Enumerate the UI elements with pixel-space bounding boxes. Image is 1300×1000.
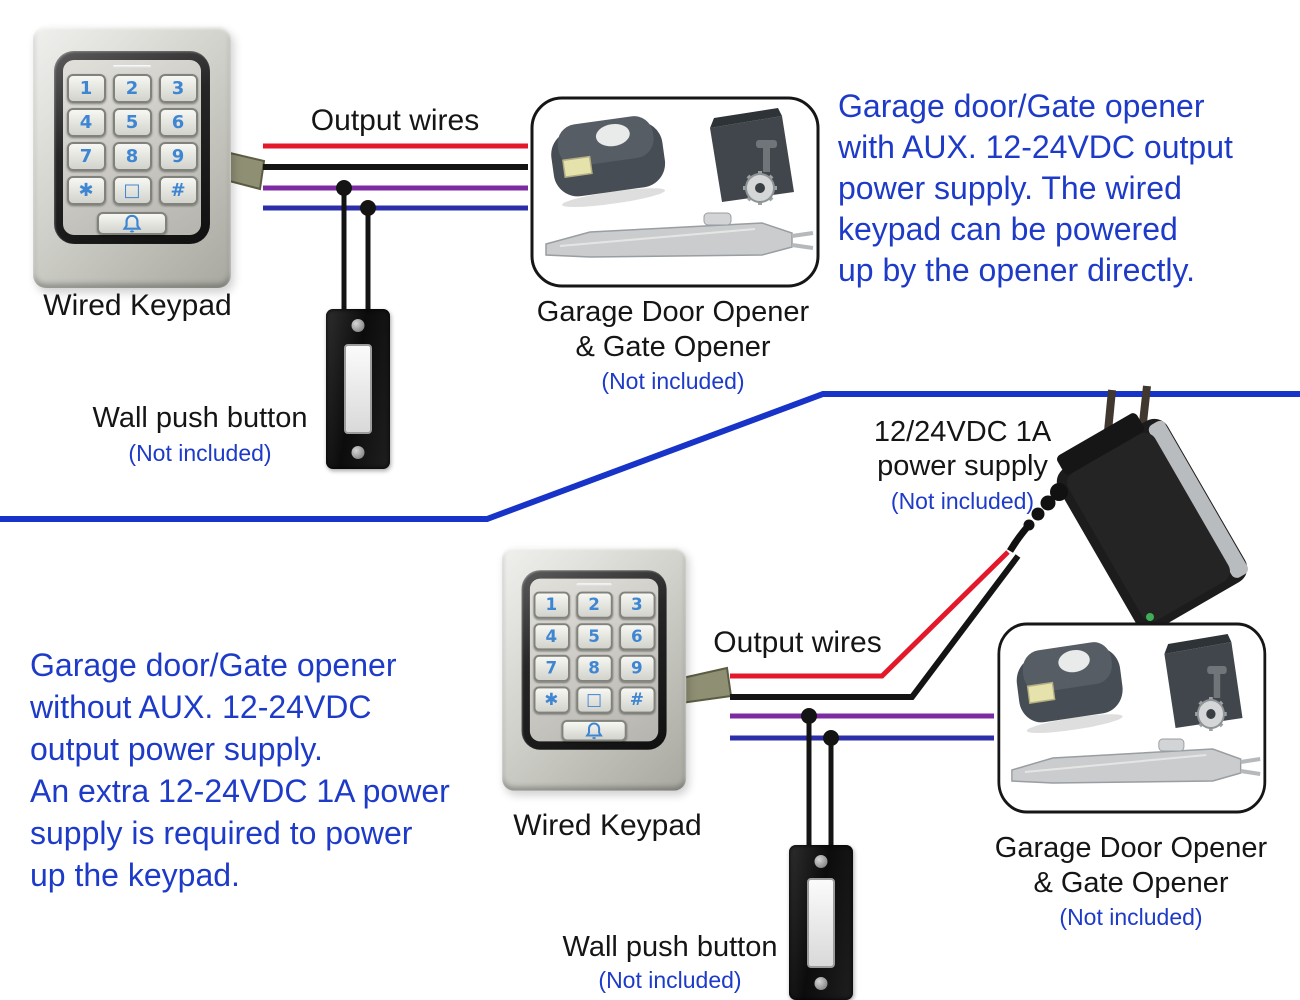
annotation-line: Garage door/Gate opener xyxy=(838,88,1205,124)
annotation-line: without AUX. 12-24VDC xyxy=(30,689,372,725)
push-button-slot[interactable] xyxy=(807,877,835,968)
key-3[interactable]: 3 xyxy=(158,74,198,103)
power-supply-note: (Not included) xyxy=(890,487,1035,514)
keypad-led-slot xyxy=(113,65,151,68)
annotation-line: with AUX. 12-24VDC output xyxy=(838,129,1233,165)
opener-label-line1: Garage Door Opener xyxy=(994,832,1268,864)
annotation-line: up by the opener directly. xyxy=(838,252,1195,288)
wall-button-note: (Not included) xyxy=(598,967,742,994)
keypad-led-slot xyxy=(576,583,612,587)
key-8[interactable]: 8 xyxy=(575,654,613,682)
power-supply-image xyxy=(1006,385,1248,632)
annotation-line: output power supply. xyxy=(30,731,323,767)
key-0[interactable]: □ xyxy=(575,686,613,714)
top-wired-keypad-image: 1 2 3 4 5 6 7 8 9 ✱ □ # xyxy=(33,26,231,288)
key-3[interactable]: 3 xyxy=(618,591,655,619)
screw-icon xyxy=(351,319,365,332)
key-2[interactable]: 2 xyxy=(112,74,152,103)
key-9[interactable]: 9 xyxy=(158,142,198,171)
bottom-wall-button-caption: Wall push button (Not included) xyxy=(540,931,800,994)
annotation-line: supply is required to power xyxy=(30,815,413,851)
key-star[interactable]: ✱ xyxy=(533,686,570,714)
top-opener-image xyxy=(530,96,820,288)
annotation-line: Garage door/Gate opener xyxy=(30,647,397,683)
bottom-opener-caption: Garage Door Opener & Gate Opener (Not in… xyxy=(985,832,1277,931)
key-star[interactable]: ✱ xyxy=(66,176,106,205)
opener-label-line2: & Gate Opener xyxy=(575,331,771,364)
keypad-keys: 1 2 3 4 5 6 7 8 9 ✱ □ # xyxy=(66,74,198,205)
key-4[interactable]: 4 xyxy=(66,108,106,137)
wall-button-label: Wall push button xyxy=(92,402,308,434)
section-separator-line xyxy=(0,391,1300,522)
bell-key[interactable] xyxy=(97,212,167,235)
screw-icon xyxy=(351,446,365,459)
bottom-wired-keypad-image: 1 2 3 4 5 6 7 8 9 ✱ □ # xyxy=(502,547,687,791)
keypad-keys: 1 2 3 4 5 6 7 8 9 ✱ □ # xyxy=(533,591,655,714)
screw-icon xyxy=(814,855,828,868)
bell-icon xyxy=(585,722,603,740)
opener-label-line1: Garage Door Opener xyxy=(536,296,810,328)
power-supply-line2: power supply xyxy=(877,450,1048,483)
top-opener-caption: Garage Door Opener & Gate Opener (Not in… xyxy=(527,296,819,395)
bell-icon xyxy=(122,214,142,233)
key-7[interactable]: 7 xyxy=(66,142,106,171)
opener-note: (Not included) xyxy=(601,367,745,394)
bottom-wire-black xyxy=(730,554,1021,700)
key-2[interactable]: 2 xyxy=(575,591,613,619)
top-output-wires-label: Output wires xyxy=(310,104,480,137)
key-6[interactable]: 6 xyxy=(158,108,198,137)
top-keypad-label: Wired Keypad xyxy=(43,289,232,322)
screw-icon xyxy=(814,977,828,990)
wall-button-label: Wall push button xyxy=(562,931,778,963)
key-9[interactable]: 9 xyxy=(618,654,655,682)
top-wall-button-caption: Wall push button (Not included) xyxy=(70,402,330,467)
key-4[interactable]: 4 xyxy=(533,623,570,651)
bottom-wire-red xyxy=(730,550,1010,679)
bottom-annotation: Garage door/Gate opener without AUX. 12-… xyxy=(30,644,450,896)
key-1[interactable]: 1 xyxy=(533,591,570,619)
bottom-wall-push-button-image xyxy=(789,845,853,1000)
keypad-panel: 1 2 3 4 5 6 7 8 9 ✱ □ # xyxy=(63,60,201,235)
bottom-opener-image xyxy=(997,622,1267,814)
bell-key[interactable] xyxy=(561,719,627,742)
top-wall-push-button-image xyxy=(326,309,390,469)
annotation-line: power supply. The wired xyxy=(838,170,1182,206)
key-5[interactable]: 5 xyxy=(112,108,152,137)
annotation-line: up the keypad. xyxy=(30,857,240,893)
power-supply-caption: 12/24VDC 1A power supply (Not included) xyxy=(855,416,1070,515)
key-8[interactable]: 8 xyxy=(112,142,152,171)
keypad-bezel: 1 2 3 4 5 6 7 8 9 ✱ □ # xyxy=(54,51,210,244)
key-6[interactable]: 6 xyxy=(618,623,655,651)
annotation-line: keypad can be powered xyxy=(838,211,1178,247)
bottom-keypad-label: Wired Keypad xyxy=(513,809,702,842)
opener-note: (Not included) xyxy=(1059,903,1203,930)
opener-label-line2: & Gate Opener xyxy=(1033,867,1229,900)
bottom-output-wires-label: Output wires xyxy=(713,626,882,659)
top-annotation: Garage door/Gate opener with AUX. 12-24V… xyxy=(838,86,1233,291)
key-0[interactable]: □ xyxy=(112,176,152,205)
wall-button-note: (Not included) xyxy=(128,440,272,467)
push-button-slot[interactable] xyxy=(344,344,372,434)
key-hash[interactable]: # xyxy=(158,176,198,205)
key-7[interactable]: 7 xyxy=(533,654,570,682)
key-1[interactable]: 1 xyxy=(66,74,106,103)
key-5[interactable]: 5 xyxy=(575,623,613,651)
keypad-bezel: 1 2 3 4 5 6 7 8 9 ✱ □ # xyxy=(521,570,667,750)
keypad-panel: 1 2 3 4 5 6 7 8 9 ✱ □ # xyxy=(529,578,659,742)
key-hash[interactable]: # xyxy=(618,686,655,714)
annotation-line: An extra 12-24VDC 1A power xyxy=(30,773,450,809)
power-supply-line1: 12/24VDC 1A xyxy=(873,416,1052,448)
